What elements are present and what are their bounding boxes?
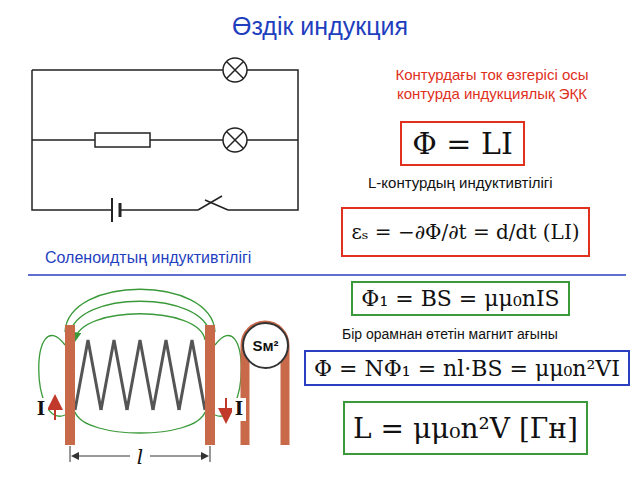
switch-symbol: [198, 196, 222, 210]
battery-symbol: [111, 198, 113, 222]
note-text: L-контурдың индуктивтілігі: [368, 174, 608, 193]
lamp-symbol: [223, 58, 247, 82]
lamp-symbol: [227, 132, 244, 149]
wire: [32, 70, 298, 210]
current-label: I: [232, 398, 246, 421]
dimension-line: [73, 456, 130, 457]
resistor-symbol: [95, 133, 150, 147]
coil-winding: [127, 340, 153, 410]
coil-winding: [75, 340, 101, 410]
formula-box: Φ = LI: [400, 121, 525, 166]
coil-winding: [101, 340, 127, 410]
solenoid-lead: [65, 325, 75, 445]
divider-line: [28, 274, 626, 276]
wire: [32, 139, 298, 141]
current-label: I: [34, 398, 48, 421]
lamp-symbol: [227, 62, 244, 79]
coil-winding: [153, 340, 179, 410]
formula-text: L = μμ₀n²V [Гн]: [353, 412, 578, 445]
coil-winding: [179, 340, 205, 410]
formula-box: εₛ = −∂Φ/∂t = d/dt (LI): [341, 207, 590, 257]
note-text: Контурдағы ток өзгерісі осы контурда инд…: [372, 66, 612, 104]
dimension-line: [70, 446, 71, 462]
dimension-line: [150, 456, 207, 457]
area-circle: Sм²: [242, 322, 289, 369]
slide-title: Өздік индукция: [0, 12, 640, 41]
coil-windings: [75, 340, 205, 410]
battery-symbol: [119, 203, 122, 217]
note-text: Бір орамнан өтетін магнит ағыны: [342, 326, 612, 344]
formula-text: εₛ = −∂Φ/∂t = d/dt (LI): [351, 220, 579, 244]
current-arrow: [54, 398, 56, 420]
formula-box: L = μμ₀n²V [Гн]: [343, 401, 588, 455]
lamp-symbol: [223, 128, 247, 152]
formula-text: Φ = NΦ₁ = nl·BS = μμ₀n²VI: [314, 356, 620, 381]
length-label: l: [133, 445, 147, 470]
formula-box: Φ₁ = BS = μμ₀nIS: [351, 281, 570, 316]
area-label: Sм²: [252, 337, 278, 354]
formula-text: Φ = LI: [412, 126, 513, 161]
current-arrow: [225, 398, 227, 420]
solenoid-lead: [205, 325, 215, 445]
dimension-line: [210, 446, 211, 462]
section-heading: Соленоидтың индуктивтілігі: [45, 248, 305, 268]
circuit: [32, 58, 298, 222]
formula-box: Φ = NΦ₁ = nl·BS = μμ₀n²VI: [304, 350, 630, 386]
formula-text: Φ₁ = BS = μμ₀nIS: [361, 286, 559, 311]
